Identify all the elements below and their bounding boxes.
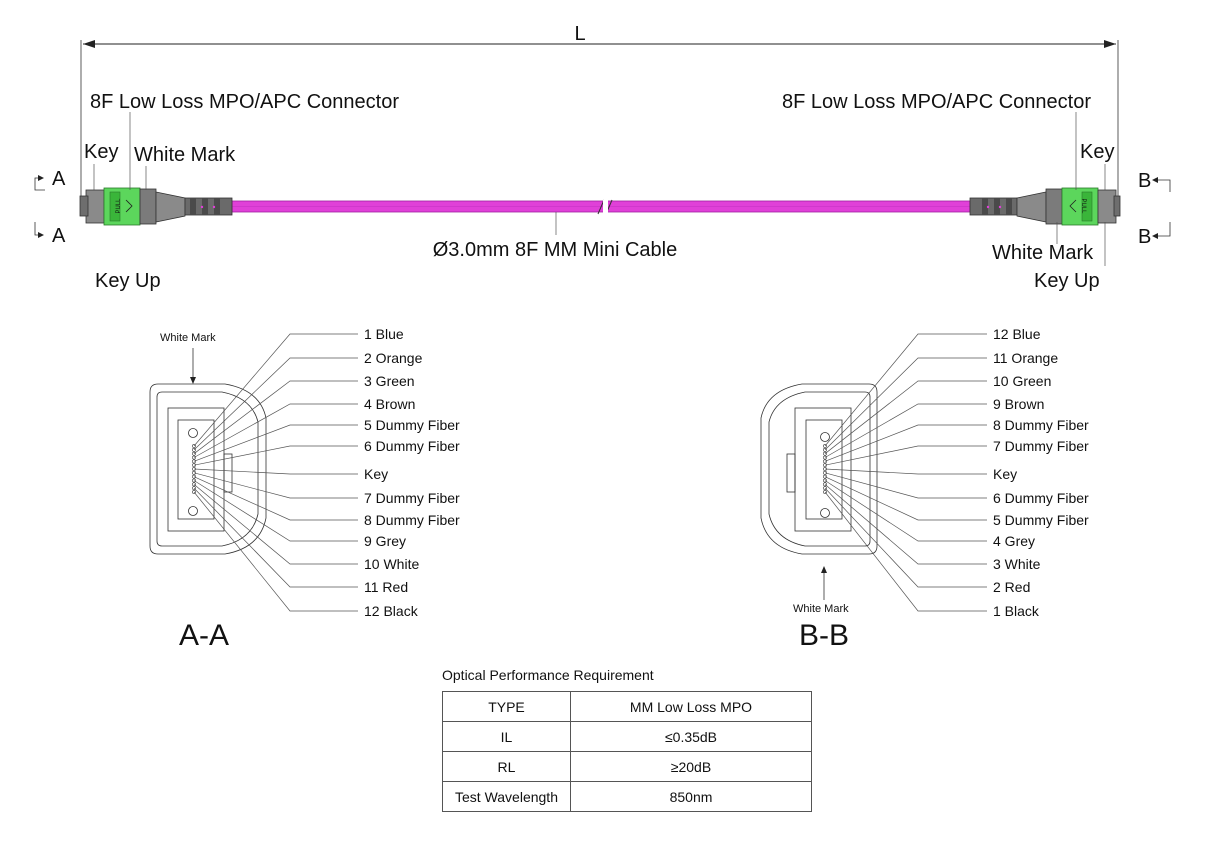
- section-a-leader-line: [193, 445, 358, 466]
- connector-a-orientation: Key Up: [95, 270, 161, 292]
- connector-a-labels: 8F Low Loss MPO/APC Connector Key White …: [34, 91, 399, 292]
- section-b-leader-line: [824, 403, 987, 458]
- section-b-fiber-labels: 12 Blue 11 Orange 10 Green 9 Brown 8 Dummy F…: [824, 326, 1089, 619]
- section-b-leader-line: [824, 480, 987, 542]
- section-a-fiber-label: 7 Dummy Fiber: [364, 490, 460, 506]
- section-b-face: White Mark B-B: [760, 383, 878, 652]
- section-b-fiber-label: Key: [993, 466, 1017, 482]
- section-b-leader-line: [824, 484, 987, 565]
- table-cell-value: ≥20dB: [570, 751, 812, 782]
- section-b-leader-line: [824, 333, 987, 447]
- table-cell-parameter: Test Wavelength: [442, 781, 571, 812]
- connector-a: PULL: [79, 187, 233, 226]
- section-a-leader-line: [193, 357, 358, 451]
- section-b-leader-line: [824, 487, 987, 588]
- section-b-fiber-label: 4 Grey: [993, 533, 1035, 549]
- performance-caption: Optical Performance Requirement: [442, 667, 654, 683]
- section-b-title: B-B: [799, 619, 849, 652]
- section-b-fiber-label: 8 Dummy Fiber: [993, 417, 1089, 433]
- connector-b-labels: 8F Low Loss MPO/APC Connector Key White …: [782, 91, 1171, 292]
- section-b-leader-line: [824, 491, 987, 612]
- pull-text-b: PULL: [1080, 198, 1086, 214]
- section-a-leader-line: [193, 491, 358, 612]
- white-mark-b-label: White Mark: [793, 603, 849, 615]
- connector-b-orientation: Key Up: [1034, 270, 1100, 292]
- connector-a-key-label: Key: [84, 141, 118, 163]
- cable: Ø3.0mm 8F MM Mini Cable: [231, 199, 971, 261]
- connector-b-white-mark-label: White Mark: [992, 242, 1094, 264]
- table-cell-value: ≤0.35dB: [570, 721, 812, 752]
- section-a-fiber-label: Key: [364, 466, 388, 482]
- section-a-leader-line: [193, 333, 358, 447]
- section-a-fiber-label: 8 Dummy Fiber: [364, 512, 460, 528]
- section-a-fiber-label: 11 Red: [364, 579, 408, 595]
- pull-text-a: PULL: [116, 198, 122, 214]
- section-b-leader-line: [824, 468, 987, 475]
- section-mark-a-top: A: [52, 168, 66, 190]
- section-a-leader-line: [193, 484, 358, 565]
- section-b-fiber-label: 3 White: [993, 556, 1041, 572]
- section-b-fiber-label: 10 Green: [993, 373, 1051, 389]
- table-cell-value: MM Low Loss MPO: [570, 691, 812, 722]
- section-b-fiber-label: 1 Black: [993, 603, 1040, 619]
- section-a-fiber-label: 9 Grey: [364, 533, 406, 549]
- section-a-leader-line: [193, 487, 358, 588]
- section-mark-b-top: B: [1138, 170, 1151, 192]
- section-b-fiber-label: 7 Dummy Fiber: [993, 438, 1089, 454]
- section-a-fiber-label: 4 Brown: [364, 396, 415, 412]
- table-cell-parameter: RL: [442, 751, 571, 782]
- section-b-leader-line: [824, 357, 987, 451]
- section-b-fiber-label: 12 Blue: [993, 326, 1041, 342]
- section-a-leader-line: [193, 468, 358, 475]
- section-mark-b-bottom: B: [1138, 226, 1151, 248]
- section-b-leader-line: [824, 476, 987, 521]
- section-b-fiber-label: 9 Brown: [993, 396, 1044, 412]
- connector-a-title: 8F Low Loss MPO/APC Connector: [90, 91, 399, 113]
- section-a-leader-line: [193, 476, 358, 521]
- cable-label: Ø3.0mm 8F MM Mini Cable: [433, 239, 678, 261]
- section-mark-a-bottom: A: [52, 225, 66, 247]
- section-a-fiber-label: 12 Black: [364, 603, 419, 619]
- connector-b: PULL: [969, 187, 1121, 226]
- section-b-fiber-label: 11 Orange: [993, 350, 1058, 366]
- section-b-leader-line: [824, 472, 987, 499]
- section-a-leader-line: [193, 480, 358, 542]
- table-cell-parameter: IL: [442, 721, 571, 752]
- section-a-fiber-label: 3 Green: [364, 373, 415, 389]
- section-a-face: White Mark A-A: [149, 332, 267, 652]
- table-row: IL≤0.35dB: [442, 721, 812, 752]
- section-a-leader-line: [193, 380, 358, 454]
- section-a-fiber-labels: 1 Blue 2 Orange 3 Green 4 Brown 5 Dummy Fibe…: [193, 326, 460, 619]
- connector-b-title: 8F Low Loss MPO/APC Connector: [782, 91, 1091, 113]
- section-b-fiber-label: 5 Dummy Fiber: [993, 512, 1089, 528]
- connector-b-key-label: Key: [1080, 141, 1114, 163]
- section-a-fiber-label: 1 Blue: [364, 326, 404, 342]
- table-cell-value: 850nm: [570, 781, 812, 812]
- section-b-fiber-label: 2 Red: [993, 579, 1030, 595]
- connector-a-white-mark-label: White Mark: [134, 144, 236, 166]
- section-b-leader-line: [824, 424, 987, 462]
- section-a-leader-line: [193, 403, 358, 458]
- section-a-title: A-A: [179, 619, 229, 652]
- section-a-leader-line: [193, 424, 358, 462]
- section-a-fiber-label: 5 Dummy Fiber: [364, 417, 460, 433]
- section-b-fiber-label: 6 Dummy Fiber: [993, 490, 1089, 506]
- section-b-leader-line: [824, 445, 987, 466]
- section-b-leader-line: [824, 380, 987, 454]
- section-a-fiber-label: 10 White: [364, 556, 419, 572]
- length-label: L: [574, 23, 585, 45]
- table-row: RL≥20dB: [442, 751, 812, 782]
- section-a-fiber-label: 2 Orange: [364, 350, 423, 366]
- section-a-fiber-label: 6 Dummy Fiber: [364, 438, 460, 454]
- length-dimension: L: [80, 23, 1119, 200]
- section-a-leader-line: [193, 472, 358, 499]
- table-cell-parameter: TYPE: [442, 691, 571, 722]
- white-mark-a-label: White Mark: [160, 332, 216, 344]
